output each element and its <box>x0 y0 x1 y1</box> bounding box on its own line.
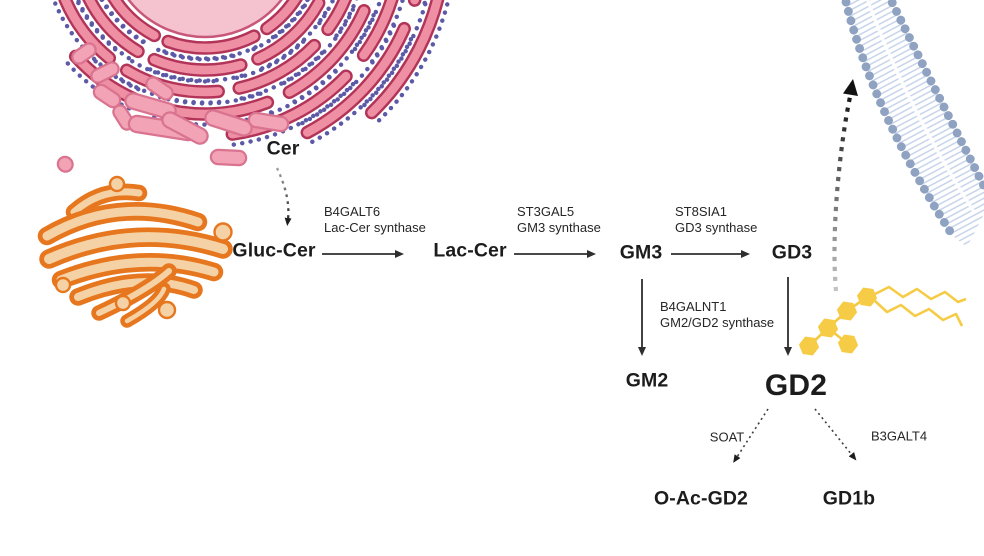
enzyme-soat: SOAT <box>709 429 745 445</box>
arrow-gd2-to-membrane-head <box>843 79 858 96</box>
node-gluc-cer: Gluc-Cer <box>232 239 316 262</box>
ganglioside-glycan-illustration <box>798 285 967 356</box>
membrane-head-row-outer <box>886 0 984 191</box>
enzyme-b3galt4: B3GALT4 <box>870 428 928 444</box>
node-lac-cer: Lac-Cer <box>433 239 507 262</box>
smooth-er-vesicles <box>56 42 290 173</box>
arrow-cer-to-gluccer-dashed <box>275 167 292 226</box>
node-gm2: GM2 <box>625 369 669 392</box>
rough-er-illustration <box>53 0 451 173</box>
enzyme-b4galnt1: B4GALNT1 GM2/GD2 synthase <box>660 299 775 330</box>
enzyme-st3gal5: ST3GAL5 GM3 synthase <box>517 204 601 235</box>
enzyme-st8sia1: ST8SIA1 GD3 synthase <box>675 204 758 235</box>
golgi-apparatus-illustration <box>37 175 233 328</box>
node-gd3: GD3 <box>771 241 813 264</box>
node-gm3: GM3 <box>619 241 663 264</box>
ceramide-tail-upper <box>874 285 967 304</box>
node-gd1b: GD1b <box>822 487 876 510</box>
node-cer: Cer <box>266 137 300 160</box>
arrow-gd2-to-gd1b-dotted <box>814 408 857 461</box>
node-o-ac-gd2: O-Ac-GD2 <box>654 487 748 510</box>
ceramide-tail-lower <box>874 300 964 327</box>
arrow-gd2-to-oacgd2-dotted <box>733 408 769 463</box>
arrow-layer <box>275 79 858 463</box>
enzyme-b4galt6: B4GALT6 Lac-Cer synthase <box>324 204 426 235</box>
nucleus <box>127 0 283 39</box>
arrow-gd2-to-membrane-dashed <box>832 91 854 292</box>
node-gd2: GD2 <box>764 369 828 402</box>
sugar-hexagons <box>798 287 878 356</box>
cell-membrane-illustration <box>841 0 984 247</box>
membrane-head-row-inner <box>841 0 958 241</box>
